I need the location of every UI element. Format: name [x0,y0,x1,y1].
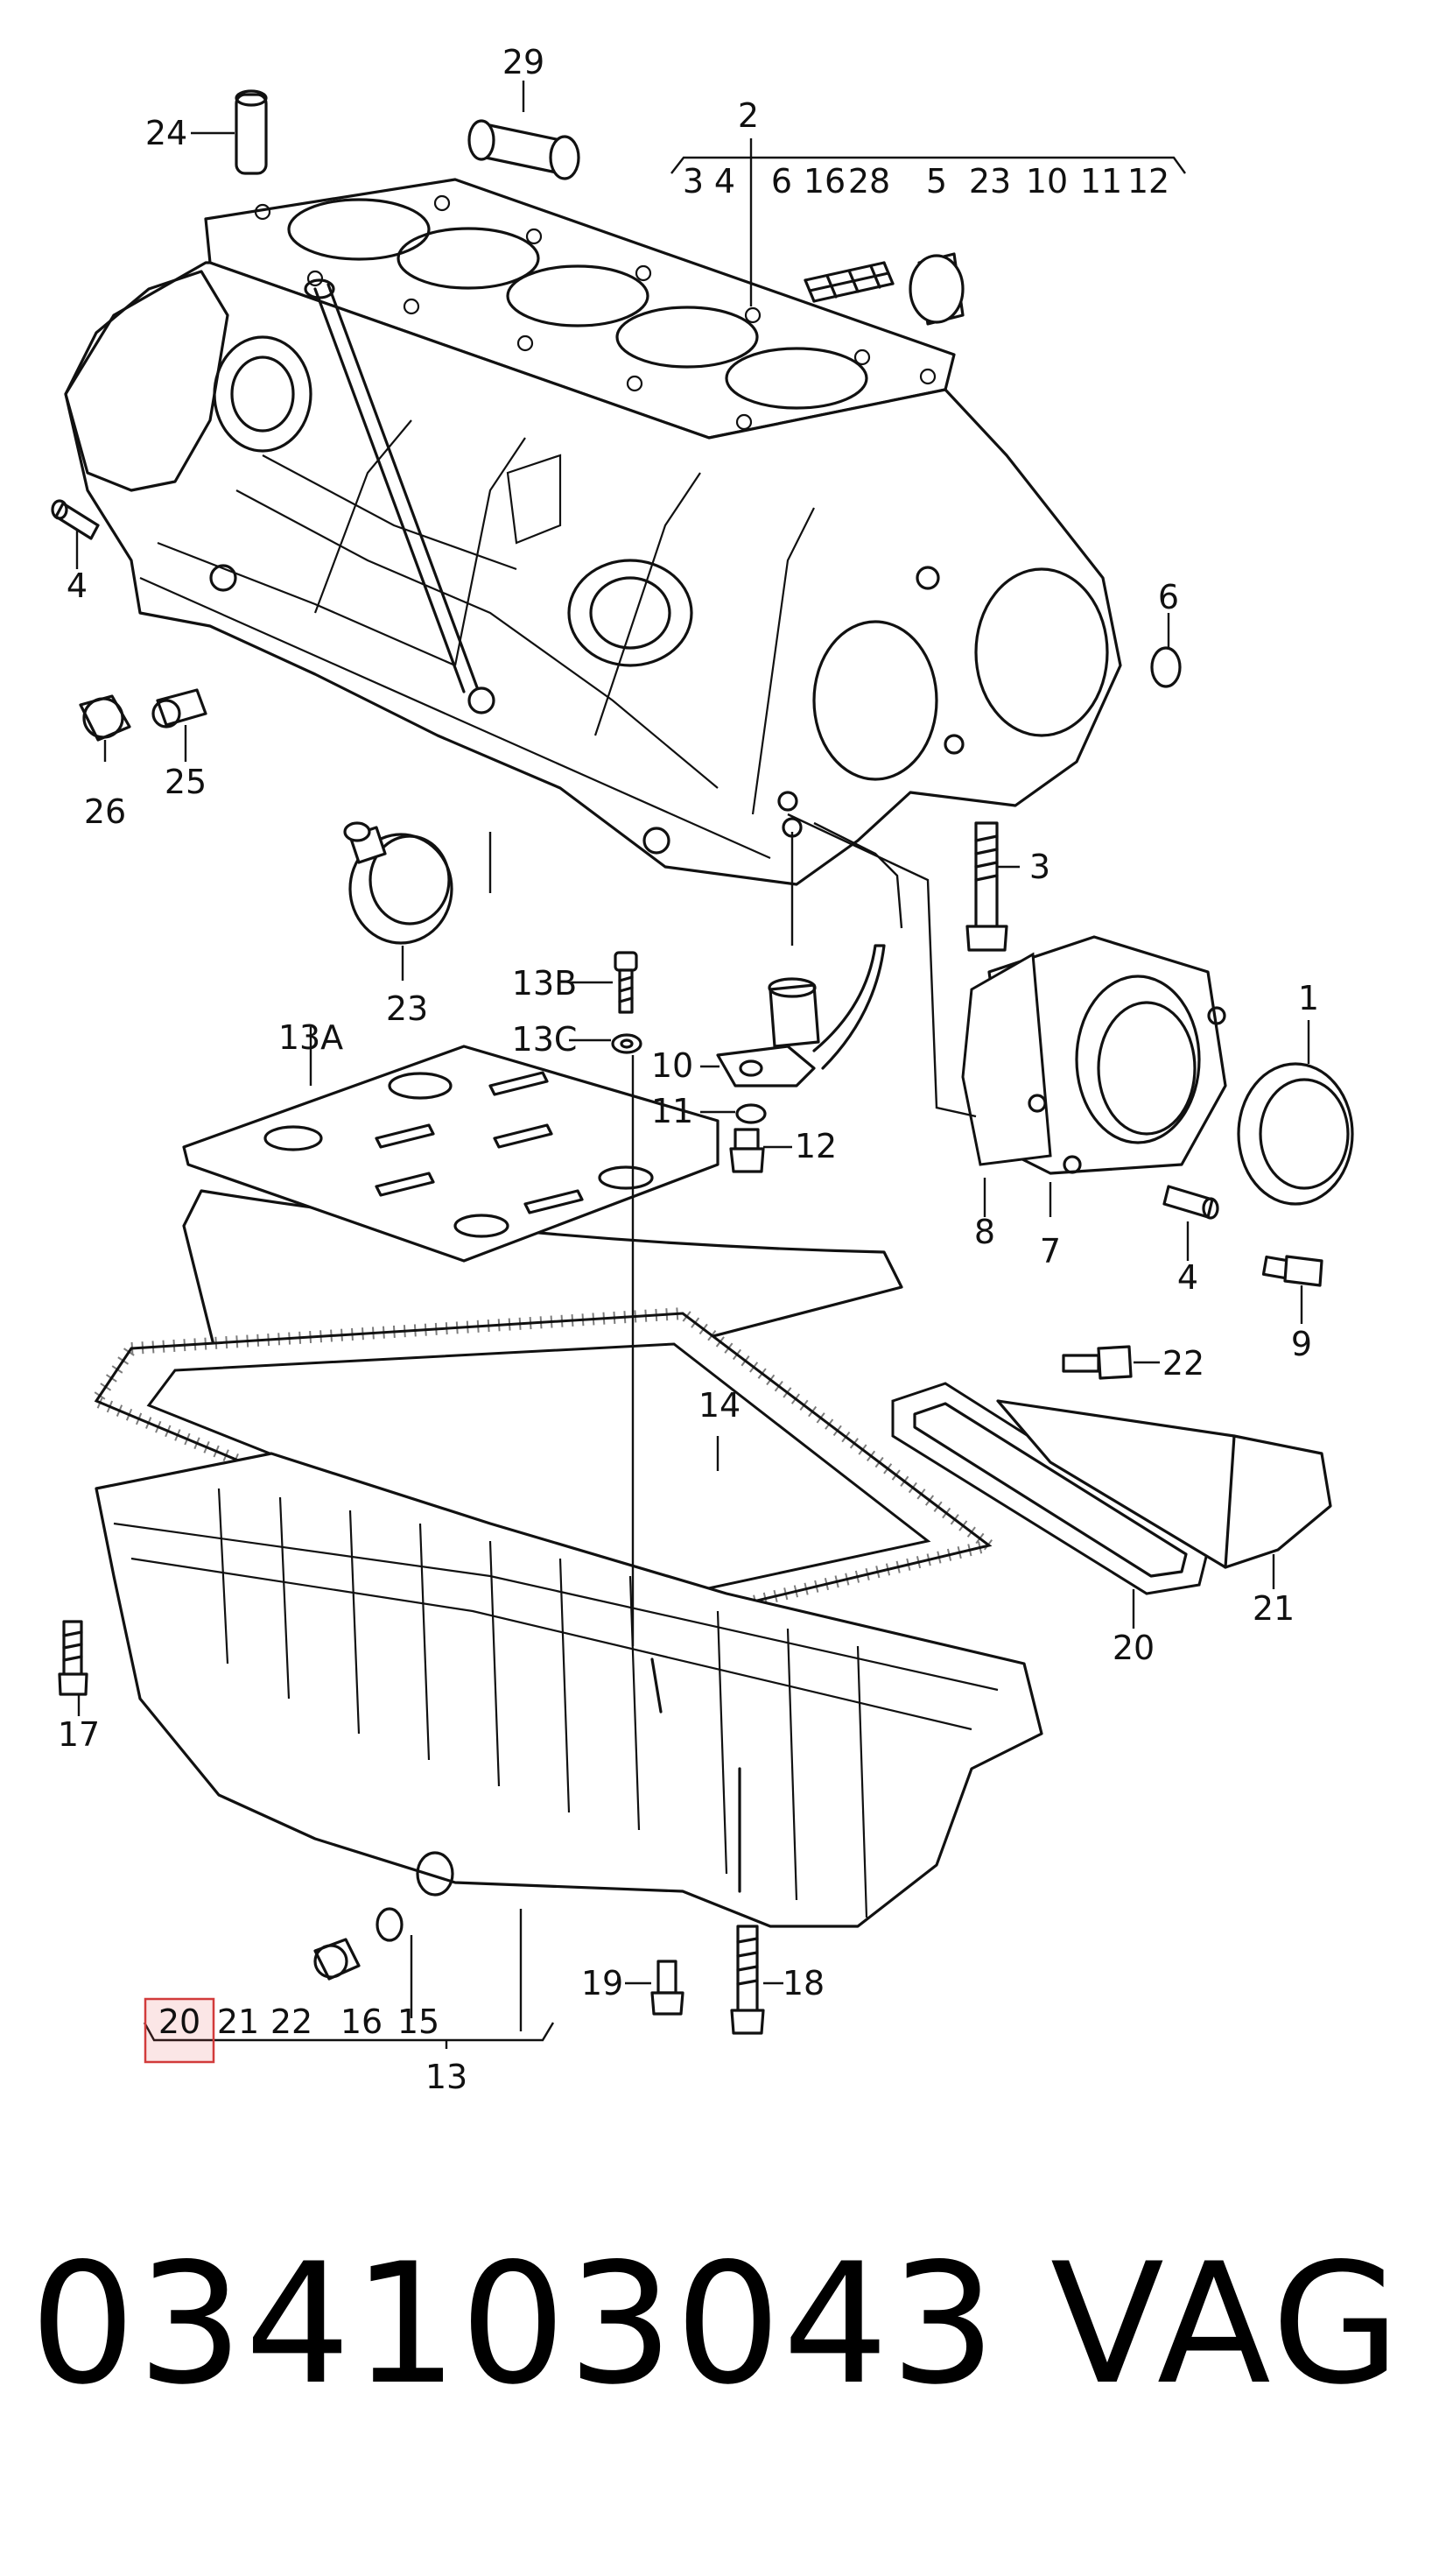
part-23-adapter [343,821,453,945]
callout-13c: 13C [512,1020,578,1059]
part-10-sensor [716,944,886,1087]
part-12-bolt [729,1128,765,1173]
callout-1: 1 [1298,979,1319,1017]
callout-4-left: 4 [67,567,88,605]
callout-group2-item: 23 [969,162,1011,201]
callout-group2-item: 28 [848,162,890,201]
callout-21: 21 [1253,1589,1295,1628]
callout-group13-item: 21 [217,2002,259,2041]
callout-group13-item: 16 [340,2002,383,2041]
callout-9: 9 [1291,1325,1312,1363]
callout-group2-item: 10 [1026,162,1068,201]
callout-14: 14 [698,1386,741,1425]
callout-group13-item: 22 [270,2002,312,2041]
callout-20: 20 [1113,1629,1155,1667]
callout-13a: 13A [278,1018,343,1057]
callout-group2-item: 5 [926,162,947,201]
part-22-bolt [1062,1345,1133,1380]
part-13b-bolt [614,951,638,1014]
part-26-plug [79,694,131,742]
callout-group2-item: 4 [714,162,735,201]
callout-7: 7 [1040,1232,1061,1270]
part-3-bolt [965,821,1008,952]
part-11-washer [735,1103,767,1124]
engine-block [64,178,1122,886]
callout-17: 17 [58,1715,100,1754]
part-19-bolt [650,1960,684,2016]
part-4-dowel-right [1162,1185,1219,1220]
part-18-bolt [730,1925,765,2035]
callout-24: 24 [145,114,187,152]
callout-group2-item: 16 [804,162,846,201]
part-7-seal-carrier [961,935,1227,1175]
callout-29: 29 [502,43,544,81]
brand-name: VAG [1050,2228,1404,2421]
oil-pan [95,1452,1043,1928]
callout-26: 26 [84,792,126,831]
callout-group2-item: 11 [1080,162,1122,201]
part-21-cover [996,1399,1332,1569]
part-29-sleeve [467,119,580,180]
callout-4-right: 4 [1177,1258,1198,1297]
callout-22: 22 [1162,1344,1204,1383]
exploded-parts-diagram: 29 24 2 3 4 6 16 28 5 23 10 11 12 4 26 2… [51,43,1354,2096]
part-6-cap [1150,646,1182,688]
callout-group2-item: 12 [1127,162,1169,201]
part-14-gasket [87,1306,1004,1636]
callout-10: 10 [651,1046,693,1085]
callout-11: 11 [651,1092,693,1130]
callout-group2-item: 6 [771,162,792,201]
part-20-gasket [891,1382,1210,1595]
callout-25: 25 [165,763,207,801]
part-1-seal [1237,1062,1354,1206]
part-4-dowel-left [51,499,100,540]
part-5-plug [909,252,965,326]
part-number: 034103043 [30,2228,998,2421]
callout-6: 6 [1158,578,1179,616]
part-9-bolt [1261,1255,1323,1287]
part-17-bolt [58,1620,88,1696]
part-16-drain-plug [313,1938,361,1981]
callout-13b: 13B [512,964,577,1003]
callout-labels: 29 24 2 3 4 6 16 28 5 23 10 11 12 4 26 2… [58,43,1319,2096]
callout-group13-item-highlighted: 20 [158,2002,200,2041]
callout-19: 19 [581,1964,623,2002]
highlight-box [144,1997,215,2064]
callout-23: 23 [386,989,428,1028]
part-28-spring [804,261,895,303]
callout-12: 12 [795,1127,837,1165]
part-15-washer [376,1907,404,1942]
callout-13: 13 [425,2058,467,2096]
part-13c-washer [611,1033,642,1054]
leader-lines [75,81,1310,2049]
part-25-plug [151,688,207,728]
part-24-pin [235,89,268,175]
callout-group13-item: 15 [397,2002,439,2041]
callout-2: 2 [738,96,759,135]
callout-3-right: 3 [1029,848,1050,886]
callout-8: 8 [974,1213,995,1251]
callout-18: 18 [783,1964,825,2002]
callout-group2-item: 3 [683,162,704,201]
